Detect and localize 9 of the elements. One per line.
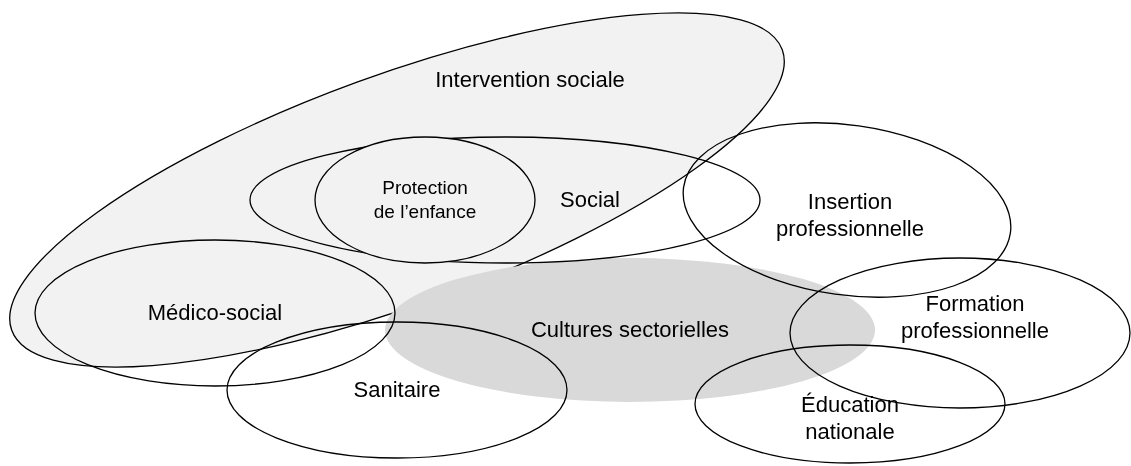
- sector-label: Formation professionnelle: [900, 289, 1050, 345]
- sector-label: Éducation nationale: [800, 390, 900, 446]
- sector-label: Intervention sociale: [434, 66, 626, 94]
- sector-label: Insertion professionnelle: [775, 187, 925, 243]
- sector-label: Sanitaire: [352, 376, 442, 404]
- sector-label: Médico-social: [146, 299, 284, 327]
- sector-label: Social: [559, 186, 621, 214]
- sector-label: Protection de l’enfance: [372, 176, 478, 224]
- sector-label: Cultures sectorielles: [529, 316, 731, 344]
